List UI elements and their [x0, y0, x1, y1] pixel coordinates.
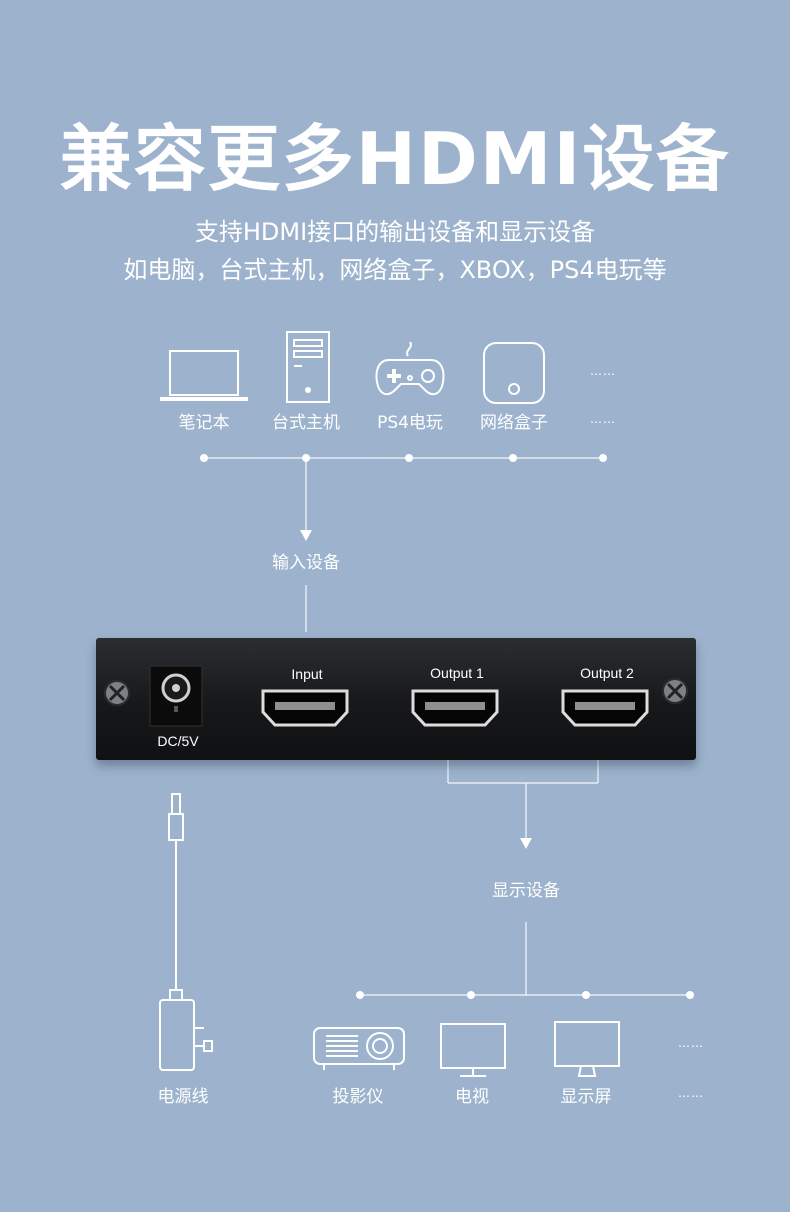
hdmi-port-input[interactable]	[260, 688, 350, 728]
monitor-icon	[554, 1021, 620, 1077]
input-label-laptop: 笔记本	[178, 413, 230, 433]
screw-right-icon	[662, 678, 688, 704]
input-section-label: 输入设备	[272, 553, 340, 573]
port-label-output-2: Output 2	[580, 665, 634, 681]
output-label-monitor: 显示屏	[560, 1087, 612, 1107]
port-label-output-1: Output 1	[430, 665, 484, 681]
input-label-network-box: 网络盒子	[480, 413, 548, 433]
tv-icon	[440, 1023, 506, 1077]
subtitle-line-1: 支持HDMI接口的输出设备和显示设备	[194, 218, 596, 246]
more-inputs-ellipsis: ……	[590, 364, 616, 378]
power-cable-label: 电源线	[157, 1087, 209, 1107]
network-box-icon	[483, 342, 545, 404]
output-label-more: ……	[678, 1086, 704, 1100]
more-outputs-ellipsis: ……	[678, 1036, 704, 1050]
input-label-ps4: PS4电玩	[377, 413, 443, 433]
port-label-input: Input	[291, 666, 323, 682]
desktop-tower-icon	[286, 331, 330, 403]
output-section-label: 显示设备	[492, 881, 560, 901]
output-label-tv: 电视	[455, 1087, 489, 1107]
gamepad-icon	[375, 341, 445, 396]
screw-left-icon	[104, 680, 130, 706]
output-label-projector: 投影仪	[332, 1087, 384, 1107]
hdmi-port-output-2[interactable]	[560, 688, 650, 728]
page-title: 兼容更多HDMI设备	[59, 117, 731, 201]
dc-jack-icon	[149, 665, 203, 727]
power-adapter-icon	[159, 793, 213, 1071]
dc-label: DC/5V	[157, 733, 199, 749]
input-label-more: ……	[590, 412, 616, 426]
projector-icon	[313, 1027, 405, 1070]
subtitle-line-2: 如电脑，台式主机，网络盒子，XBOX，PS4电玩等	[123, 256, 667, 284]
laptop-icon	[160, 350, 248, 401]
input-label-desktop: 台式主机	[272, 413, 340, 433]
hdmi-port-output-1[interactable]	[410, 688, 500, 728]
hdmi-splitter-device: DC/5V Input Output 1 Output 2	[96, 638, 696, 760]
